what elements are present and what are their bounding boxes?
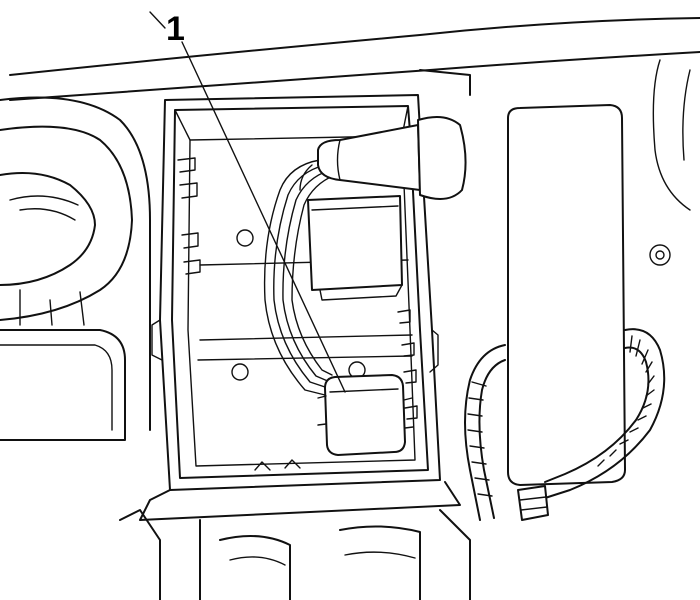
lower-structure [119, 509, 471, 600]
corrugated-harness [464, 328, 666, 521]
right-wall-clips [254, 309, 418, 471]
right-module [507, 59, 691, 486]
harness-grommet [317, 115, 467, 200]
left-wall-tabs [177, 157, 201, 275]
cowl-panel [9, 11, 700, 101]
left-air-duct [0, 96, 151, 441]
small-relay [317, 374, 414, 456]
large-relay [307, 195, 403, 301]
callout-leader-line [181, 41, 346, 393]
callout-label-1: 1 [166, 10, 185, 48]
